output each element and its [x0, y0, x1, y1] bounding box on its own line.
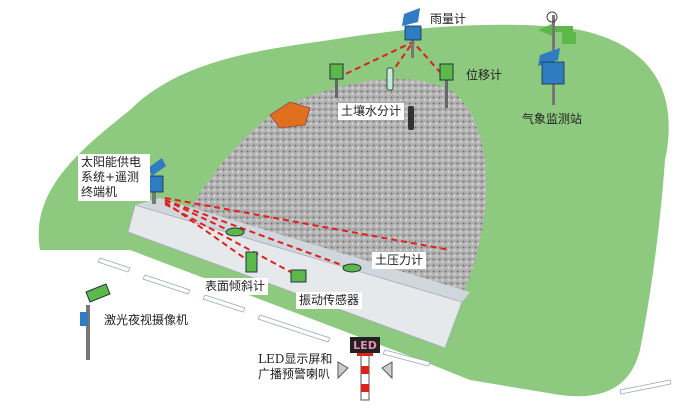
earth-pressure-gauge-icon	[225, 227, 245, 237]
retaining-wall-top	[135, 198, 470, 302]
label-led-broadcast: LED显示屏和广播预警喇叭	[258, 352, 333, 381]
label-surface-inclinometer: 表面倾斜计	[202, 278, 269, 295]
led-speaker-pole-icon	[337, 337, 393, 401]
rock-icon	[269, 101, 311, 129]
led-sign-text: LED	[353, 339, 377, 352]
rain-gauge-icon	[402, 8, 422, 58]
soil-moisture-probe-icon	[408, 106, 414, 130]
night-vision-camera-icon	[80, 283, 111, 360]
label-displacement-meter: 位移计	[466, 68, 503, 82]
label-weather-station: 气象监测站	[522, 112, 583, 126]
displacement-meter-icon	[439, 63, 454, 108]
label-rain-gauge: 雨量计	[430, 12, 467, 26]
label-vibration-sensor: 振动传感器	[296, 292, 363, 309]
solar-terminal-icon	[146, 158, 166, 204]
soil-sensor-icon	[329, 63, 344, 98]
gravel-slope	[185, 79, 487, 300]
earth-pressure-gauge-icon	[342, 263, 362, 273]
label-earth-pressure-gauge: 土压力计	[372, 252, 427, 269]
weather-station-icon	[538, 11, 576, 105]
displacement-probe-icon	[386, 67, 394, 91]
label-soil-moisture-meter: 土壤水分计	[338, 103, 405, 120]
vibration-sensor-icon	[290, 269, 307, 283]
road-edge-markings	[97, 257, 672, 395]
surface-inclinometer-icon	[245, 251, 258, 273]
label-night-vision-camera: 激光夜视摄像机	[104, 313, 189, 327]
label-solar-terminal: 太阳能供电系统+遥测终端机	[78, 154, 150, 201]
